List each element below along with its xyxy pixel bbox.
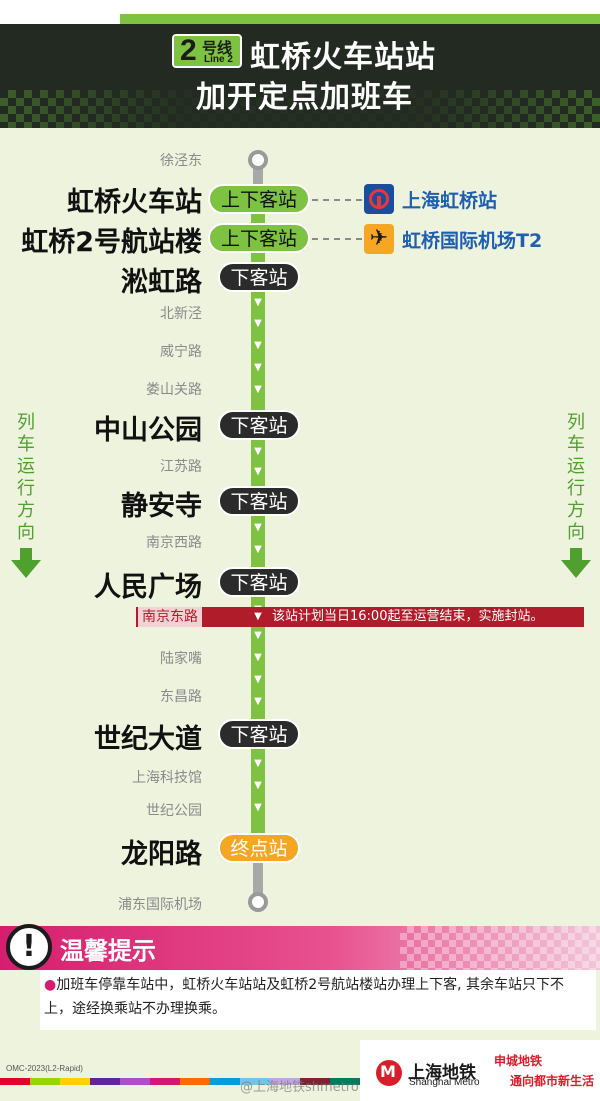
chevron-down-icon: ▼: [254, 611, 262, 622]
station-century-park: 世纪公园: [146, 803, 202, 819]
page-title-line1: 虹桥火车站站: [250, 40, 436, 75]
arrow-shaft: [570, 548, 582, 560]
footer-line-colors: [0, 1078, 360, 1085]
page-title-line2: 加开定点加班车: [196, 80, 413, 115]
station-zhongshan-park: 中山公园: [94, 415, 202, 446]
station-peoples-square: 人民广场: [94, 572, 202, 603]
station-jingan-temple: 静安寺: [121, 491, 202, 522]
route-line-unserved-bottom: [253, 848, 263, 900]
direction-char: 列: [567, 412, 585, 433]
direction-char: 行: [17, 478, 35, 499]
chevron-down-icon: ▼: [254, 362, 262, 373]
pill-board-alight: 上下客站: [208, 184, 310, 214]
chevron-down-icon: ▼: [254, 544, 262, 555]
station-hongqiao-t2: 虹桥2号航站楼: [21, 227, 202, 258]
slogan-line2: 通向都市新生活: [510, 1074, 595, 1088]
station-science-museum: 上海科技馆: [132, 770, 202, 786]
chevron-down-icon: ▼: [254, 674, 262, 685]
pill-alight-only: 下客站: [218, 486, 300, 516]
direction-char: 向: [567, 522, 585, 543]
transfer-airport-label: 虹桥国际机场T2: [402, 230, 543, 252]
arrow-down-icon: [561, 560, 591, 578]
pill-board-alight: 上下客站: [208, 223, 310, 253]
chevron-down-icon: ▼: [254, 780, 262, 791]
line-en-label: Line 2: [204, 54, 233, 65]
chevron-down-icon: ▼: [254, 297, 262, 308]
direction-char: 运: [17, 456, 35, 477]
direction-char: 列: [17, 412, 35, 433]
route-line-unserved-top: [253, 160, 263, 200]
chevron-down-icon: ▼: [254, 652, 262, 663]
logo-cn: 上海地铁: [408, 1063, 476, 1083]
station-century-avenue: 世纪大道: [94, 724, 202, 755]
station-longyang: 龙阳路: [121, 839, 202, 870]
notice-header: [0, 926, 600, 970]
line-cn-label: 号线: [202, 39, 233, 57]
slogan-line1: 申城地铁: [494, 1054, 543, 1068]
chevron-down-icon: ▼: [254, 522, 262, 533]
chevron-down-icon: ▼: [254, 446, 262, 457]
notice-text: 加班车停靠车站中，虹桥火车站站及虹桥2号航站楼站办理上下客, 其余车站只下不上，…: [44, 977, 565, 1017]
station-xujingdong: 徐泾东: [160, 153, 202, 169]
chevron-down-icon: ▼: [254, 466, 262, 477]
terminal-dot-bottom: [248, 892, 268, 912]
notice-body: [40, 970, 596, 1030]
document-code: OMC-2023(L2-Rapid): [6, 1064, 83, 1073]
station-dongchang: 东昌路: [160, 689, 202, 705]
closure-note: 该站计划当日16:00起至运营结束，实施封站。: [272, 609, 544, 624]
weibo-watermark: @上海地铁shmetro: [240, 1080, 359, 1095]
terminal-dot-top: [248, 150, 268, 170]
logo-en: Shanghai Metro: [409, 1077, 480, 1088]
station-beixinjing: 北新泾: [160, 306, 202, 322]
chevron-down-icon: ▼: [254, 630, 262, 641]
direction-char: 车: [17, 434, 35, 455]
chevron-down-icon: ▼: [254, 340, 262, 351]
header-green-stripe: [120, 14, 600, 24]
railway-station-icon: [364, 184, 394, 214]
station-nanjing-east-closed: 南京东路: [138, 607, 202, 627]
station-nanjing-west: 南京西路: [146, 535, 202, 551]
station-jiangsu: 江苏路: [160, 459, 202, 475]
station-songhong: 淞虹路: [121, 267, 202, 298]
station-weining: 威宁路: [160, 344, 202, 360]
chevron-down-icon: ▼: [254, 696, 262, 707]
pill-alight-only: 下客站: [218, 262, 300, 292]
header-checker-fade: [0, 88, 600, 128]
shanghai-metro-logo-icon: M: [376, 1060, 402, 1086]
airplane-icon: ✈: [364, 224, 394, 254]
direction-char: 向: [17, 522, 35, 543]
station-pudong-airport: 浦东国际机场: [118, 897, 202, 913]
arrow-down-icon: [11, 560, 41, 578]
station-lujiazui: 陆家嘴: [160, 651, 202, 667]
transfer-connector: [312, 238, 362, 240]
notice-checker-pattern: [400, 926, 600, 970]
direction-char: 运: [567, 456, 585, 477]
line-number: 2: [180, 34, 197, 67]
pill-alight-only: 下客站: [218, 719, 300, 749]
notice-bullet: ●: [44, 977, 57, 993]
direction-char: 方: [567, 500, 585, 521]
direction-char: 车: [567, 434, 585, 455]
notice-text-block: ●加班车停靠车站中，虹桥火车站站及虹桥2号航站楼站办理上下客, 其余车站只下不上…: [44, 973, 592, 1021]
closure-banner: [136, 607, 584, 627]
direction-char: 方: [17, 500, 35, 521]
notice-title: 温馨提示: [60, 937, 156, 965]
chevron-down-icon: ▼: [254, 384, 262, 395]
transfer-rail-label: 上海虹桥站: [402, 190, 498, 212]
line-2-badge: 2 号线 Line 2: [172, 34, 242, 68]
chevron-down-icon: ▼: [254, 758, 262, 769]
header-banner: 2 号线 Line 2 虹桥火车站站 加开定点加班车: [0, 0, 600, 128]
direction-char: 行: [567, 478, 585, 499]
chevron-down-icon: ▼: [254, 318, 262, 329]
pill-alight-only: 下客站: [218, 410, 300, 440]
warning-icon: !: [6, 924, 52, 970]
arrow-shaft: [20, 548, 32, 560]
route-line-served: [251, 198, 265, 848]
chevron-down-icon: ▼: [254, 802, 262, 813]
station-hongqiao-railway: 虹桥火车站: [67, 187, 202, 218]
station-loushanguan: 娄山关路: [146, 382, 202, 398]
pill-alight-only: 下客站: [218, 567, 300, 597]
pill-terminus: 终点站: [218, 833, 300, 863]
transfer-connector: [312, 199, 362, 201]
